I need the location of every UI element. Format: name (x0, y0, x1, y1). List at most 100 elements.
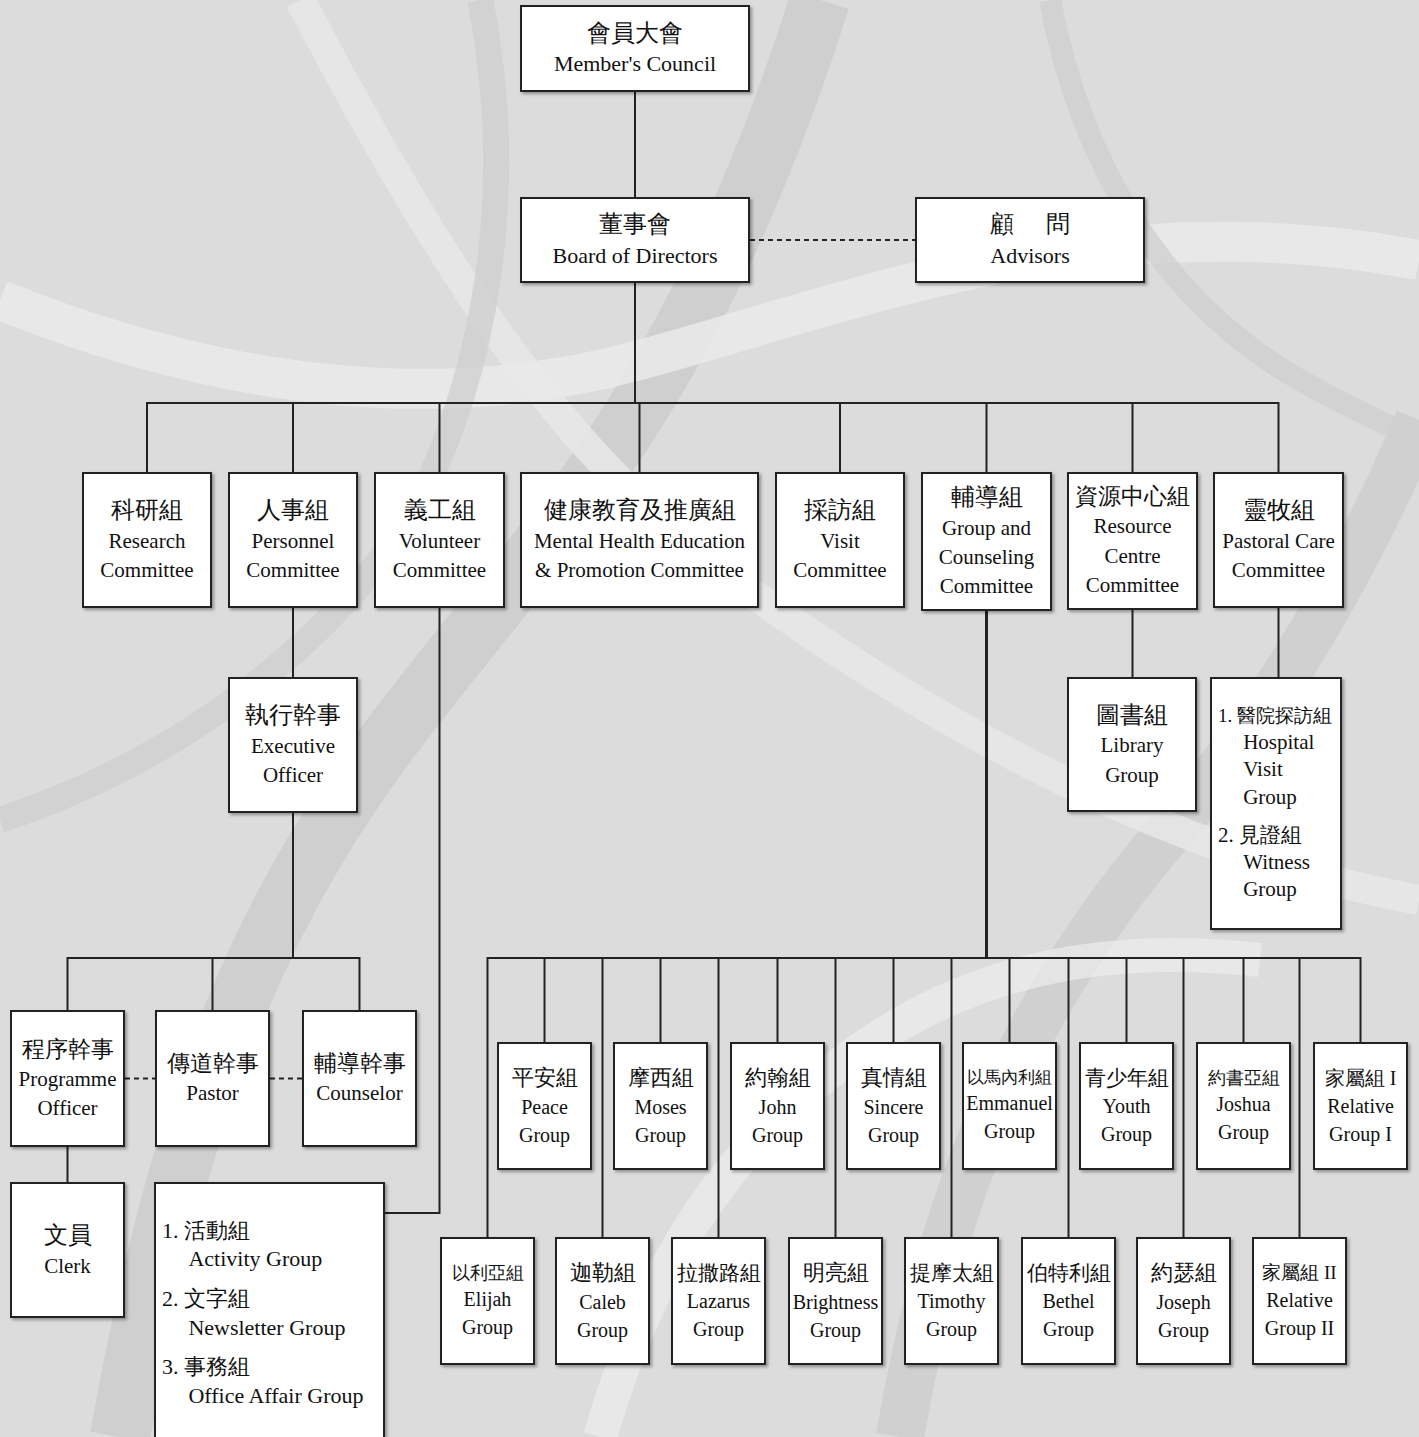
english-label: Hospital Visit Group (1218, 729, 1334, 811)
english-label: Programme Officer (15, 1065, 120, 1124)
org-connector (635, 283, 1133, 472)
org-box: 人事組Personnel Committee (228, 472, 358, 608)
chinese-label: 青少年組 (1083, 1064, 1170, 1092)
chinese-label: 約書亞組 (1200, 1066, 1287, 1090)
org-box: 會員大會Member's Council (520, 5, 750, 92)
english-label: Joseph Group (1140, 1288, 1227, 1344)
dashed-connector (750, 239, 915, 241)
org-connector (603, 611, 987, 1237)
org-box: 約瑟組Joseph Group (1136, 1237, 1231, 1365)
english-label: Pastor (160, 1079, 265, 1108)
chinese-label: 顧 問 (921, 208, 1139, 240)
org-box: 文員Clerk (10, 1182, 125, 1318)
org-connector (68, 813, 294, 1010)
chinese-label: 執行幹事 (234, 699, 352, 731)
english-label: John Group (734, 1093, 821, 1149)
chinese-label: 約翰組 (734, 1063, 821, 1093)
chinese-label: 1. 活動組 (162, 1216, 377, 1246)
english-label: Advisors (921, 241, 1139, 272)
org-connector (894, 611, 987, 1042)
org-box: 以馬內利組Emmanuel Group (962, 1042, 1057, 1170)
org-box: 家屬組 IIRelative Group II (1252, 1237, 1347, 1365)
english-label: Brightness Group (792, 1288, 879, 1344)
english-label: Youth Group (1083, 1092, 1170, 1148)
org-box: 靈牧組Pastoral Care Committee (1213, 472, 1344, 608)
english-label: Sincere Group (850, 1093, 937, 1149)
english-label: Resource Centre Committee (1073, 512, 1192, 600)
org-box: 採訪組Visit Committee (775, 472, 905, 608)
org-box: 圖書組Library Group (1067, 677, 1197, 812)
dashed-connector (270, 1078, 302, 1080)
chinese-label: 迦勒組 (559, 1258, 646, 1288)
org-box: 程序幹事Programme Officer (10, 1010, 125, 1147)
english-label: Relative Group II (1256, 1286, 1343, 1342)
english-label: Library Group (1073, 731, 1191, 790)
english-label: Newsletter Group (162, 1314, 377, 1343)
org-box: 資源中心組Resource Centre Committee (1067, 472, 1198, 610)
org-connector (293, 813, 360, 1010)
org-connector (213, 813, 294, 1010)
org-connector (488, 611, 987, 1237)
org-connector (987, 611, 1010, 1042)
chinese-label: 約瑟組 (1140, 1258, 1227, 1288)
org-box: 家屬組 IRelative Group I (1313, 1042, 1408, 1170)
english-label: Witness Group (1218, 849, 1334, 904)
org-box: 顧 問Advisors (915, 197, 1145, 283)
org-connector (147, 283, 635, 472)
chinese-label: 義工組 (380, 494, 499, 526)
chinese-label: 人事組 (234, 494, 352, 526)
chinese-label: 平安組 (501, 1063, 588, 1093)
org-box: 輔導幹事Counselor (302, 1010, 417, 1147)
chinese-label: 伯特利組 (1025, 1259, 1112, 1287)
chinese-label: 文員 (16, 1219, 119, 1251)
english-label: Counselor (307, 1079, 412, 1108)
english-label: Joshua Group (1200, 1090, 1287, 1146)
org-box: 1. 醫院探訪組Hospital Visit Group 2. 見證組Witnes… (1210, 677, 1342, 930)
english-label: Clerk (16, 1252, 119, 1281)
chinese-label: 真情組 (850, 1063, 937, 1093)
english-label: Research Committee (88, 527, 206, 586)
english-label: Group and Counseling Committee (927, 514, 1046, 602)
english-label: Relative Group I (1317, 1092, 1404, 1148)
english-label: Emmanuel Group (966, 1089, 1053, 1145)
org-box: 真情組Sincere Group (846, 1042, 941, 1170)
english-label: Volunteer Committee (380, 527, 499, 586)
org-connector (440, 283, 636, 472)
english-label: Pastoral Care Committee (1219, 527, 1338, 586)
org-box: 傳道幹事Pastor (155, 1010, 270, 1147)
chinese-label: 採訪組 (781, 494, 899, 526)
chinese-label: 家屬組 II (1256, 1260, 1343, 1286)
chinese-label: 傳道幹事 (160, 1048, 265, 1079)
english-label: Bethel Group (1025, 1287, 1112, 1343)
chinese-label: 以利亞組 (444, 1261, 531, 1285)
org-connector (778, 611, 987, 1042)
org-box: 以利亞組Elijah Group (440, 1237, 535, 1365)
chinese-label: 家屬組 I (1317, 1065, 1404, 1092)
org-box: 青少年組Youth Group (1079, 1042, 1174, 1170)
english-label: Office Affair Group (162, 1382, 377, 1411)
english-label: Timothy Group (908, 1287, 995, 1343)
org-connector (545, 611, 987, 1042)
chinese-label: 圖書組 (1073, 699, 1191, 731)
org-box: 迦勒組Caleb Group (555, 1237, 650, 1365)
english-label: Board of Directors (526, 241, 744, 272)
chinese-label: 資源中心組 (1073, 481, 1192, 512)
org-connector (634, 92, 636, 197)
english-label: Moses Group (617, 1093, 704, 1149)
org-box: 約書亞組Joshua Group (1196, 1042, 1291, 1170)
chinese-label: 1. 醫院探訪組 (1218, 703, 1334, 729)
org-box: 伯特利組Bethel Group (1021, 1237, 1116, 1365)
chinese-label: 摩西組 (617, 1063, 704, 1093)
org-connector (292, 608, 294, 677)
chinese-label: 2. 見證組 (1218, 821, 1334, 849)
english-label: Executive Officer (234, 732, 352, 791)
chinese-label: 輔導幹事 (307, 1048, 412, 1079)
chinese-label: 科研組 (88, 494, 206, 526)
english-label: Member's Council (526, 49, 744, 80)
org-connector (67, 1147, 69, 1182)
org-box: 摩西組Moses Group (613, 1042, 708, 1170)
english-label: Lazarus Group (675, 1287, 762, 1343)
chinese-label: 提摩太組 (908, 1259, 995, 1287)
org-connector (987, 611, 1244, 1042)
english-label: Mental Health Education & Promotion Comm… (526, 527, 753, 586)
